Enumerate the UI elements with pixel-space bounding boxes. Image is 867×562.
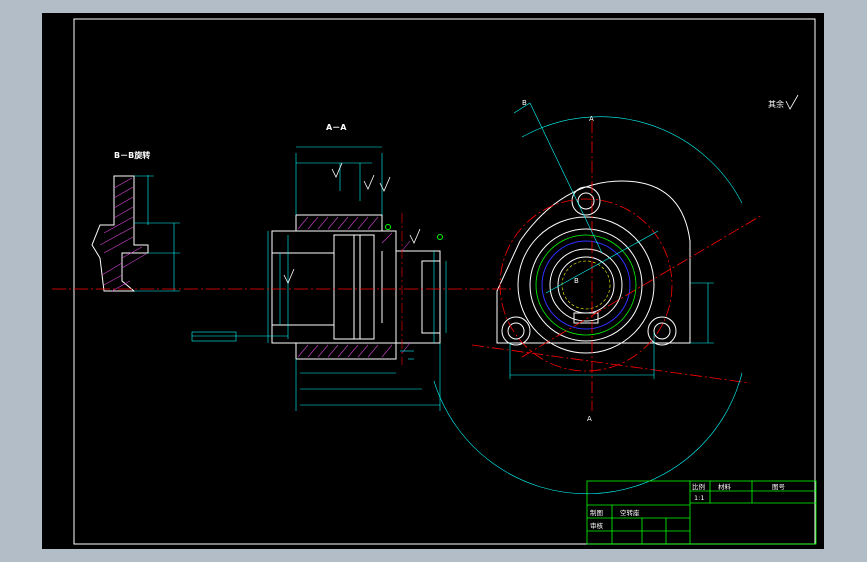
aa-datum-markers [385,224,443,240]
bb-section-label: B－B旋转 [114,150,150,160]
roughness-note: 其余 [768,94,799,110]
aa-dimensions [191,146,447,411]
sheet-border [73,18,816,545]
cut-label-a-top: A [589,115,594,123]
front-outline [496,180,691,354]
cut-label-b: B [522,99,527,107]
front-hidden-lines [535,234,637,336]
title-drawn-label: 制图 [590,508,603,517]
title-drawing-no-header: 图号 [772,483,786,491]
title-block [586,480,817,545]
front-dimensions [433,102,743,495]
bb-section-view: B－B旋转 [91,150,180,292]
aa-roughness-callouts [283,162,421,284]
title-material-header: 材料 [718,482,732,491]
aa-outline [271,214,441,360]
title-part-name: 空转座 [620,508,640,517]
roughness-symbol-icon [785,94,799,110]
title-checked-label: 审核 [590,521,604,530]
front-centerlines [471,121,763,411]
aa-section-view: A－A [191,123,447,411]
bb-dimensions [134,175,180,292]
aa-section-label: A－A [326,123,347,132]
cad-drawing: B－B旋转 A－A [52,18,817,545]
title-scale-header: 比例 [692,482,705,491]
bb-hatch [99,177,147,292]
cut-label-a-bottom: A [587,415,592,423]
roughness-note-label: 其余 [768,99,784,109]
aa-hatch [297,216,411,358]
bb-section-body [91,175,149,292]
cut-label-b-center: B [574,277,579,285]
cad-viewport[interactable]: B－B旋转 A－A [42,13,824,549]
title-scale-value: 1:1 [694,494,704,502]
front-view: A A B B [433,99,763,495]
